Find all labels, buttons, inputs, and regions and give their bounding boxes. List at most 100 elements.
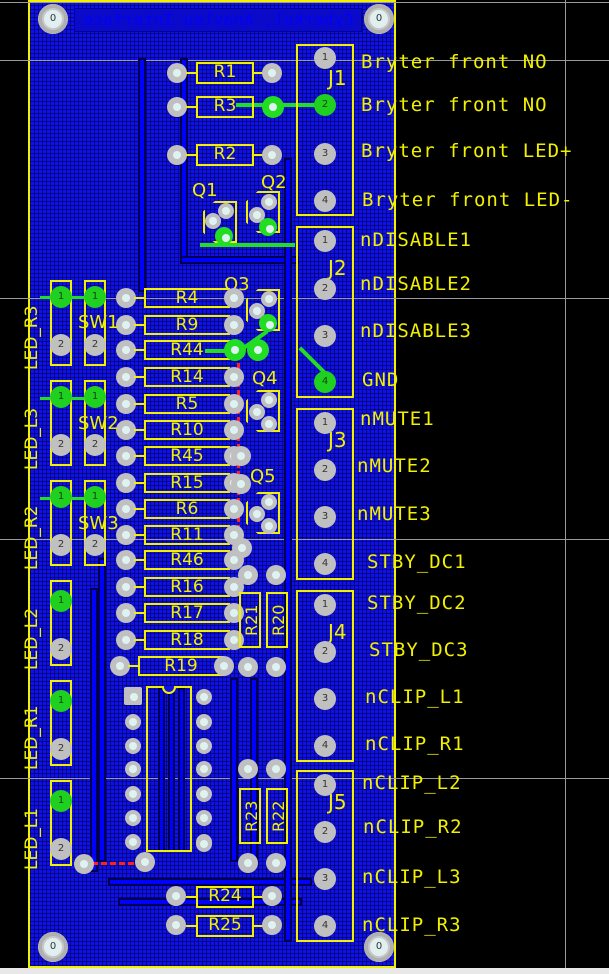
via[interactable] (232, 538, 252, 558)
ic-dip16[interactable] (146, 686, 192, 852)
resistor-r45[interactable]: R45 (144, 446, 230, 466)
switch-footprint[interactable] (84, 480, 106, 566)
pad-j3-4[interactable]: 4 (314, 553, 336, 575)
led-footprint[interactable] (50, 580, 72, 666)
pad-highlighted[interactable] (259, 218, 277, 236)
pad[interactable] (116, 499, 136, 519)
pad-j4-2[interactable]: 2 (314, 641, 336, 663)
pad[interactable] (266, 565, 286, 585)
pad[interactable] (238, 853, 258, 873)
pad-highlighted[interactable] (247, 339, 269, 361)
pad[interactable] (116, 288, 136, 308)
pad[interactable] (266, 759, 286, 779)
resistor-r5[interactable]: R5 (144, 394, 230, 414)
resistor-r18[interactable]: R18 (144, 630, 230, 650)
resistor-r9[interactable]: R9 (144, 315, 230, 335)
pad[interactable] (262, 915, 282, 935)
switch-pad-1[interactable]: 1 (84, 386, 106, 408)
pad[interactable] (224, 315, 244, 335)
switch-footprint[interactable] (84, 280, 106, 366)
pad-j5-3[interactable]: 3 (314, 868, 336, 890)
pad[interactable] (116, 630, 136, 650)
led-pad-2[interactable]: 2 (50, 334, 72, 356)
led-pad-2[interactable]: 2 (50, 434, 72, 456)
switch-footprint[interactable] (84, 380, 106, 466)
pad[interactable] (261, 416, 277, 432)
led-pad-1[interactable]: 1 (50, 286, 72, 308)
pad[interactable] (249, 404, 265, 420)
pad[interactable] (167, 145, 187, 165)
pad[interactable] (224, 367, 244, 387)
ic-pin[interactable] (125, 786, 141, 802)
pad[interactable] (167, 97, 187, 117)
pad[interactable] (167, 63, 187, 83)
pad[interactable] (266, 657, 286, 677)
pad-j2-2[interactable]: 2 (314, 278, 336, 300)
resistor-r1[interactable]: R1 (196, 62, 254, 84)
led-pad-2[interactable]: 2 (50, 638, 72, 660)
pad[interactable] (261, 392, 277, 408)
pad-highlighted[interactable] (262, 96, 284, 118)
pad-j3-3[interactable]: 3 (314, 506, 336, 528)
resistor-r4[interactable]: R4 (144, 288, 230, 308)
pad[interactable] (249, 506, 265, 522)
pad[interactable] (116, 525, 136, 545)
pad-j5-4[interactable]: 4 (314, 915, 336, 937)
pad-highlighted[interactable] (215, 227, 233, 245)
resistor-r24[interactable]: R24 (196, 886, 254, 908)
led-footprint[interactable] (50, 480, 72, 566)
ic-pin[interactable] (125, 738, 141, 754)
pad[interactable] (214, 656, 234, 676)
resistor-r16[interactable]: R16 (144, 577, 230, 597)
pad-j3-2[interactable]: 2 (314, 459, 336, 481)
ic-pin[interactable] (196, 786, 212, 802)
connector-j2[interactable] (296, 226, 354, 398)
ic-pin[interactable] (125, 834, 141, 850)
pad-j4-4[interactable]: 4 (314, 735, 336, 757)
pad[interactable] (116, 473, 136, 493)
pad-j1-1[interactable]: 1 (314, 47, 336, 69)
pad[interactable] (261, 291, 277, 307)
connector-j4[interactable] (296, 590, 354, 762)
led-footprint[interactable] (50, 280, 72, 366)
mount-hole[interactable]: 0 (38, 932, 68, 962)
resistor-r21[interactable]: R21 (239, 592, 261, 648)
pad[interactable] (261, 194, 277, 210)
resistor-r22[interactable]: R22 (266, 788, 288, 844)
resistor-r14[interactable]: R14 (144, 367, 230, 387)
pad[interactable] (110, 656, 130, 676)
led-footprint[interactable] (50, 380, 72, 466)
pad[interactable] (224, 394, 244, 414)
switch-pad-2[interactable]: 2 (84, 334, 106, 356)
resistor-r19[interactable]: R19 (138, 656, 224, 676)
ic-pin[interactable] (125, 714, 141, 730)
connector-j1[interactable] (296, 44, 354, 216)
pad-j2-3[interactable]: 3 (314, 325, 336, 347)
switch-pad-2[interactable]: 2 (84, 534, 106, 556)
pad[interactable] (116, 315, 136, 335)
led-pad-1[interactable]: 1 (50, 486, 72, 508)
pad[interactable] (224, 603, 244, 623)
pad[interactable] (218, 203, 234, 219)
pad[interactable] (74, 854, 94, 874)
led-footprint[interactable] (50, 780, 72, 866)
pad-j2-1[interactable]: 1 (314, 230, 336, 252)
pad-highlighted[interactable] (224, 339, 246, 361)
resistor-r46[interactable]: R46 (144, 550, 230, 570)
switch-pad-1[interactable]: 1 (84, 286, 106, 308)
ic-pin[interactable] (196, 689, 212, 705)
led-pad-1[interactable]: 1 (50, 790, 72, 812)
resistor-r20[interactable]: R20 (266, 592, 288, 648)
pad[interactable] (135, 852, 155, 872)
connector-j3[interactable] (296, 408, 354, 580)
pad[interactable] (262, 145, 282, 165)
pad[interactable] (261, 518, 277, 534)
pad-j2-4[interactable]: 4 (314, 371, 336, 393)
resistor-r15[interactable]: R15 (144, 473, 230, 493)
pad[interactable] (205, 213, 221, 229)
pad-j4-1[interactable]: 1 (314, 594, 336, 616)
pad-highlighted[interactable] (259, 314, 277, 332)
resistor-r6[interactable]: R6 (144, 499, 230, 519)
via[interactable] (231, 474, 251, 494)
pad-j5-1[interactable]: 1 (314, 774, 336, 796)
